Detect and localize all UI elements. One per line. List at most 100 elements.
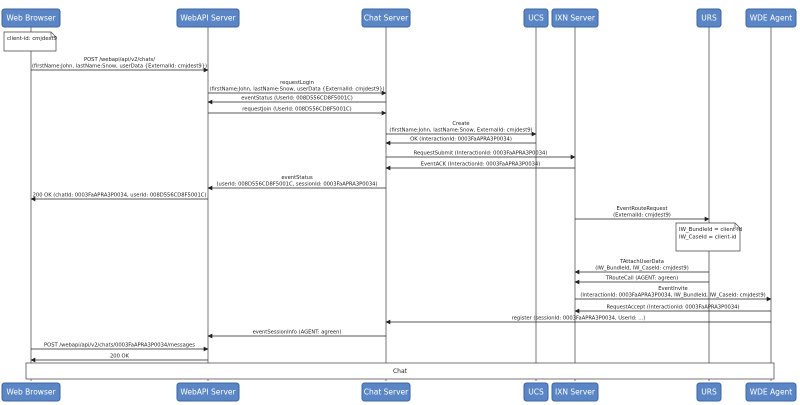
participant-wb-bottom: Web Browser bbox=[1, 382, 61, 402]
participant-box bbox=[696, 8, 722, 28]
message-label: TAttachUserData bbox=[619, 259, 664, 265]
message-14: RequestAccept (InteractionId: 0003FaAPRA… bbox=[574, 305, 771, 314]
message-label: (InteractionId: 0003FaAPRA3P0034, IW_Bun… bbox=[580, 293, 765, 299]
participant-label: UCS bbox=[528, 14, 544, 23]
participant-box bbox=[523, 382, 549, 402]
participant-api-bottom: WebAPI Server bbox=[176, 382, 240, 402]
participant-label: WDE Agent bbox=[750, 388, 793, 397]
message-label: EventRouteRequest bbox=[617, 206, 668, 212]
message-label: OK (InteractionId: 0003FaAPRA3P0034) bbox=[410, 137, 512, 143]
participant-label: IXN Server bbox=[555, 388, 596, 397]
participant-wde-top: WDE Agent bbox=[745, 8, 797, 28]
message-6: RequestSubmit (InteractionId: 0003FaAPRA… bbox=[386, 151, 576, 160]
participant-label: Chat Server bbox=[364, 14, 409, 23]
group-label: Chat bbox=[393, 368, 408, 375]
note-text: client-id: cmjdest9 bbox=[7, 36, 58, 42]
message-18: 200 OK bbox=[30, 354, 208, 363]
message-5: OK (InteractionId: 0003FaAPRA3P0034) bbox=[385, 137, 536, 146]
message-label: EventACK (InteractionId: 0003FaAPRA3P003… bbox=[421, 162, 541, 168]
participant-box bbox=[361, 382, 411, 402]
message-label: TRouteCall (AGENT: agreen) bbox=[605, 276, 678, 282]
message-label: (firstName:John, lastName:Snow, userData… bbox=[32, 64, 207, 70]
note-text: IW_CaseId = client-id bbox=[679, 235, 736, 241]
message-label: (IW_BundleId, IW_CaseId: cmjdest9) bbox=[595, 266, 689, 272]
participant-box bbox=[551, 382, 599, 402]
message-1: requestLogin(firstName:John, lastName:Sn… bbox=[208, 80, 387, 96]
message-17: POST /webapi/api/v2/chats/0003FaAPRA3P00… bbox=[31, 343, 209, 352]
message-label: EventInvite bbox=[658, 286, 687, 292]
participant-ixn-top: IXN Server bbox=[551, 8, 599, 28]
message-label: requestLogin bbox=[280, 80, 314, 86]
message-label: register (sessionId: 0003FaAPRA3P0034, U… bbox=[512, 316, 646, 322]
message-12: TRouteCall (AGENT: agreen) bbox=[574, 276, 709, 285]
message-label: RequestAccept (InteractionId: 0003FaAPRA… bbox=[607, 305, 740, 311]
group-box bbox=[25, 362, 775, 380]
message-10: EventRouteRequest(ExternalId: cmjdest9) bbox=[575, 206, 710, 222]
participant-box bbox=[176, 8, 240, 28]
participant-label: WebAPI Server bbox=[180, 388, 236, 397]
message-label: eventStatus bbox=[281, 175, 313, 181]
message-label: (firstName:John, lastName:Snow, userData… bbox=[209, 87, 384, 93]
message-label: POST /webapi/api/v2/chats/ bbox=[84, 57, 155, 63]
message-7: EventACK (InteractionId: 0003FaAPRA3P003… bbox=[385, 162, 575, 171]
note-fold bbox=[734, 223, 740, 229]
participant-box bbox=[745, 8, 797, 28]
participant-urs-bottom: URS bbox=[696, 382, 722, 402]
participant-box bbox=[696, 382, 722, 402]
participant-box bbox=[1, 8, 61, 28]
message-3: requestJoin (UserId: 008D556CD8F5001C) bbox=[208, 107, 387, 116]
participant-box bbox=[1, 382, 61, 402]
message-9: 200 OK (chatId: 0003FaAPRA3P0034, userId… bbox=[30, 193, 208, 202]
participant-box bbox=[745, 382, 797, 402]
participant-box bbox=[523, 8, 549, 28]
message-label: (firstName:John, lastName:Snow, External… bbox=[389, 128, 532, 134]
message-label: requestJoin (UserId: 008D556CD8F5001C) bbox=[242, 107, 351, 113]
note-client: client-id: cmjdest9 bbox=[3, 31, 58, 52]
participant-ucs-bottom: UCS bbox=[523, 382, 549, 402]
participant-label: URS bbox=[701, 14, 717, 23]
participant-box bbox=[551, 8, 599, 28]
participant-label: UCS bbox=[528, 388, 544, 397]
message-11: TAttachUserData(IW_BundleId, IW_CaseId: … bbox=[574, 259, 709, 275]
message-13: EventInvite(InteractionId: 0003FaAPRA3P0… bbox=[575, 286, 772, 302]
note-box bbox=[675, 222, 741, 252]
participant-api-top: WebAPI Server bbox=[176, 8, 240, 28]
message-4: Create(firstName:John, lastName:Snow, Ex… bbox=[386, 121, 537, 137]
participant-ucs-top: UCS bbox=[523, 8, 549, 28]
participant-label: WebAPI Server bbox=[180, 14, 236, 23]
participant-urs-top: URS bbox=[696, 8, 722, 28]
message-0: POST /webapi/api/v2/chats/(firstName:Joh… bbox=[31, 57, 209, 73]
message-label: (ExternalId: cmjdest9) bbox=[613, 213, 671, 219]
participant-chat-top: Chat Server bbox=[361, 8, 411, 28]
participant-label: Chat Server bbox=[364, 388, 409, 397]
message-16: eventSessionInfo (AGENT: agreen) bbox=[207, 330, 386, 339]
participant-label: Web Browser bbox=[6, 388, 56, 397]
participant-label: Web Browser bbox=[6, 14, 56, 23]
participant-wde-bottom: WDE Agent bbox=[745, 382, 797, 402]
participant-ixn-bottom: IXN Server bbox=[551, 382, 599, 402]
message-label: eventSessionInfo (AGENT: agreen) bbox=[253, 330, 342, 336]
message-2: eventStatus (UserId: 008D556CD8F5001C) bbox=[207, 96, 386, 105]
participant-label: IXN Server bbox=[555, 14, 596, 23]
participant-label: WDE Agent bbox=[750, 14, 793, 23]
message-8: eventStatus(userId: 008D556CD8F5001C, se… bbox=[207, 175, 386, 191]
message-label: (userId: 008D556CD8F5001C, sessionId: 00… bbox=[217, 182, 378, 188]
message-label: RequestSubmit (InteractionId: 0003FaAPRA… bbox=[414, 151, 548, 157]
participant-box bbox=[176, 382, 240, 402]
message-label: POST /webapi/api/v2/chats/0003FaAPRA3P00… bbox=[44, 343, 195, 349]
note-text: IW_BundleId = client-id bbox=[679, 227, 742, 233]
message-15: register (sessionId: 0003FaAPRA3P0034, U… bbox=[385, 316, 771, 325]
message-label: eventStatus (UserId: 008D556CD8F5001C) bbox=[241, 96, 353, 102]
message-label: 200 OK bbox=[110, 354, 130, 360]
participant-label: URS bbox=[701, 388, 717, 397]
message-label: 200 OK (chatId: 0003FaAPRA3P0034, userId… bbox=[33, 193, 207, 199]
message-label: Create bbox=[452, 121, 469, 127]
participant-wb-top: Web Browser bbox=[1, 8, 61, 28]
chat-group: Chat bbox=[25, 362, 775, 380]
note-fold bbox=[50, 32, 56, 38]
participant-chat-bottom: Chat Server bbox=[361, 382, 411, 402]
note-box bbox=[3, 31, 57, 52]
participant-box bbox=[361, 8, 411, 28]
